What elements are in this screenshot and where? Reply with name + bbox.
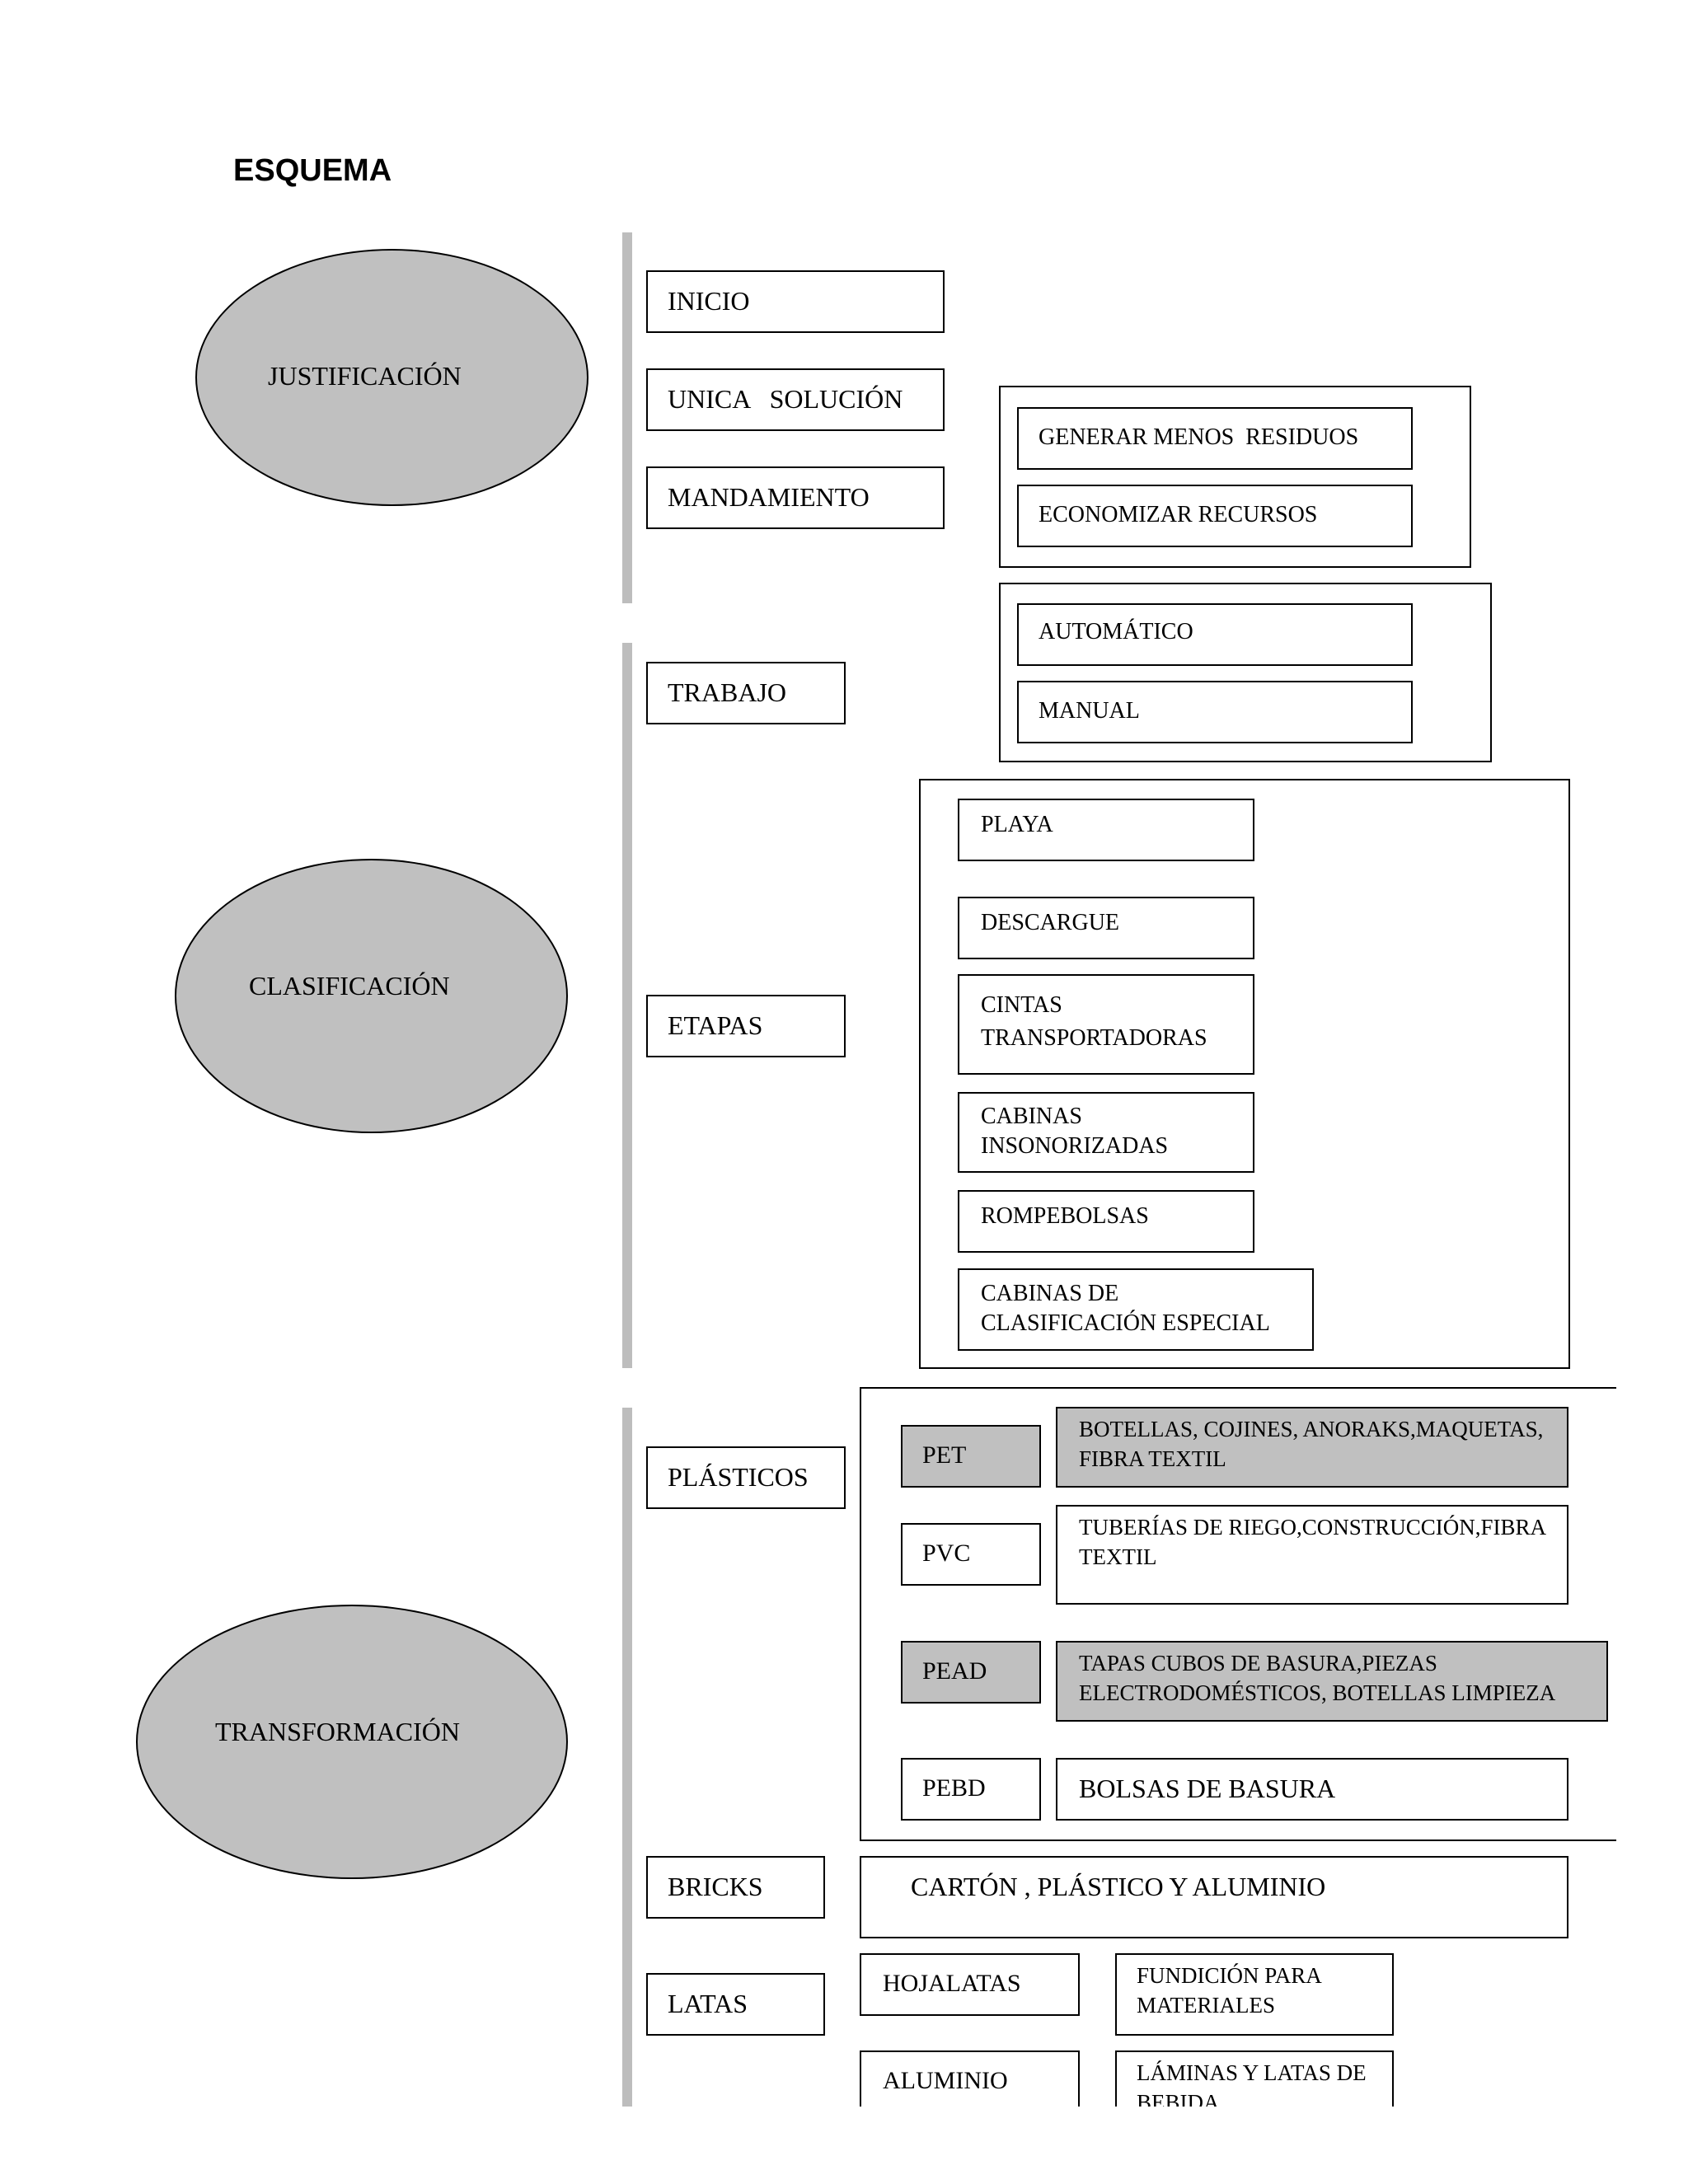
box-mandamiento: MANDAMIENTO (646, 466, 945, 529)
group-trabajo-types (999, 583, 1492, 762)
box-inicio: INICIO (646, 270, 945, 333)
divider-transformacion (622, 1408, 632, 2107)
node-transformacion-label: TRANSFORMACIÓN (215, 1717, 460, 1746)
node-transformacion: TRANSFORMACIÓN (136, 1605, 568, 1879)
box-latas: LATAS (646, 1973, 825, 2036)
box-etapas: ETAPAS (646, 995, 846, 1057)
box-manual-label: MANUAL (1039, 698, 1140, 724)
box-inicio-label: INICIO (668, 286, 750, 316)
box-pebd-label: PEBD (922, 1774, 986, 1802)
box-manual: MANUAL (1017, 681, 1413, 743)
group-plasticos-types (860, 1387, 1616, 1841)
box-latas-label: LATAS (668, 1989, 748, 2018)
box-mandamiento-label: MANDAMIENTO (668, 482, 870, 512)
box-hojalatas-use: FUNDICIÓN PARA MATERIALES (1115, 1953, 1394, 2036)
box-pead-uses-label: TAPAS CUBOS DE BASURA,PIEZAS ELECTRODOMÉ… (1079, 1651, 1556, 1705)
box-cabinas-insonorizadas-label: CABINAS INSONORIZADAS (981, 1104, 1169, 1159)
node-clasificacion-label: CLASIFICACIÓN (249, 971, 450, 1001)
box-cabinas-clasificacion-especial: CABINAS DE CLASIFICACIÓN ESPECIAL (958, 1268, 1314, 1351)
box-pebd-uses: BOLSAS DE BASURA (1056, 1758, 1568, 1821)
box-pebd-uses-label: BOLSAS DE BASURA (1079, 1774, 1336, 1803)
box-rompebolsas: ROMPEBOLSAS (958, 1190, 1254, 1253)
box-rompebolsas-label: ROMPEBOLSAS (981, 1203, 1149, 1229)
box-playa: PLAYA (958, 799, 1254, 861)
box-economizar-recursos: ECONOMIZAR RECURSOS (1017, 485, 1413, 547)
box-bricks: BRICKS (646, 1856, 825, 1919)
box-aluminio-use-label: LÁMINAS Y LATAS DE BEBIDA (1137, 2060, 1367, 2107)
page-title: ESQUEMA (233, 153, 392, 188)
box-pvc-uses-label: TUBERÍAS DE RIEGO,CONSTRUCCIÓN,FIBRA TEX… (1079, 1515, 1547, 1569)
box-pet-uses-label: BOTELLAS, COJINES, ANORAKS,MAQUETAS, FIB… (1079, 1417, 1544, 1471)
box-aluminio-use: LÁMINAS Y LATAS DE BEBIDA (1115, 2050, 1394, 2107)
box-automatico: AUTOMÁTICO (1017, 603, 1413, 666)
group-mandamiento-details (999, 386, 1471, 568)
node-justificacion: JUSTIFICACIÓN (195, 249, 588, 506)
box-pebd: PEBD (901, 1758, 1041, 1821)
box-plasticos-label: PLÁSTICOS (668, 1462, 809, 1492)
box-descargue-label: DESCARGUE (981, 910, 1120, 935)
node-clasificacion: CLASIFICACIÓN (175, 859, 568, 1133)
box-unica-solucion-label: UNICA SOLUCIÓN (668, 384, 903, 414)
divider-justificacion (622, 232, 632, 603)
box-unica-solucion: UNICA SOLUCIÓN (646, 368, 945, 431)
box-plasticos: PLÁSTICOS (646, 1446, 846, 1509)
box-hojalatas-use-label: FUNDICIÓN PARA MATERIALES (1137, 1963, 1322, 2018)
box-bricks-label: BRICKS (668, 1872, 763, 1901)
group-etapas-steps (919, 779, 1570, 1369)
box-aluminio-label: ALUMINIO (883, 2067, 1008, 2094)
box-pet-uses: BOTELLAS, COJINES, ANORAKS,MAQUETAS, FIB… (1056, 1407, 1568, 1488)
box-economizar-recursos-label: ECONOMIZAR RECURSOS (1039, 502, 1318, 527)
box-pvc-label: PVC (922, 1540, 971, 1567)
box-playa-label: PLAYA (981, 812, 1053, 837)
box-cabinas-clasificacion-especial-label: CABINAS DE CLASIFICACIÓN ESPECIAL (981, 1281, 1270, 1336)
node-justificacion-label: JUSTIFICACIÓN (268, 361, 462, 391)
box-bricks-detail: CARTÓN , PLÁSTICO Y ALUMINIO (860, 1856, 1568, 1938)
box-bricks-detail-label: CARTÓN , PLÁSTICO Y ALUMINIO (911, 1872, 1326, 1901)
box-trabajo: TRABAJO (646, 662, 846, 724)
box-cabinas-insonorizadas: CABINAS INSONORIZADAS (958, 1092, 1254, 1173)
box-hojalatas: HOJALATAS (860, 1953, 1080, 2016)
box-descargue: DESCARGUE (958, 897, 1254, 959)
box-pet: PET (901, 1425, 1041, 1488)
box-pead: PEAD (901, 1641, 1041, 1704)
divider-clasificacion (622, 643, 632, 1368)
box-pvc: PVC (901, 1523, 1041, 1586)
box-cintas-transportadoras-label: CINTAS TRANSPORTADORAS (981, 992, 1207, 1051)
box-generar-menos-residuos-label: GENERAR MENOS RESIDUOS (1039, 424, 1359, 450)
box-cintas-transportadoras: CINTAS TRANSPORTADORAS (958, 974, 1254, 1075)
box-pead-label: PEAD (922, 1657, 987, 1685)
box-aluminio: ALUMINIO (860, 2050, 1080, 2107)
box-generar-menos-residuos: GENERAR MENOS RESIDUOS (1017, 407, 1413, 470)
box-trabajo-label: TRABAJO (668, 677, 787, 707)
box-automatico-label: AUTOMÁTICO (1039, 619, 1193, 644)
box-etapas-label: ETAPAS (668, 1010, 763, 1040)
box-pet-label: PET (922, 1441, 967, 1469)
box-hojalatas-label: HOJALATAS (883, 1970, 1021, 1997)
box-pead-uses: TAPAS CUBOS DE BASURA,PIEZAS ELECTRODOMÉ… (1056, 1641, 1608, 1722)
box-pvc-uses: TUBERÍAS DE RIEGO,CONSTRUCCIÓN,FIBRA TEX… (1056, 1505, 1568, 1605)
